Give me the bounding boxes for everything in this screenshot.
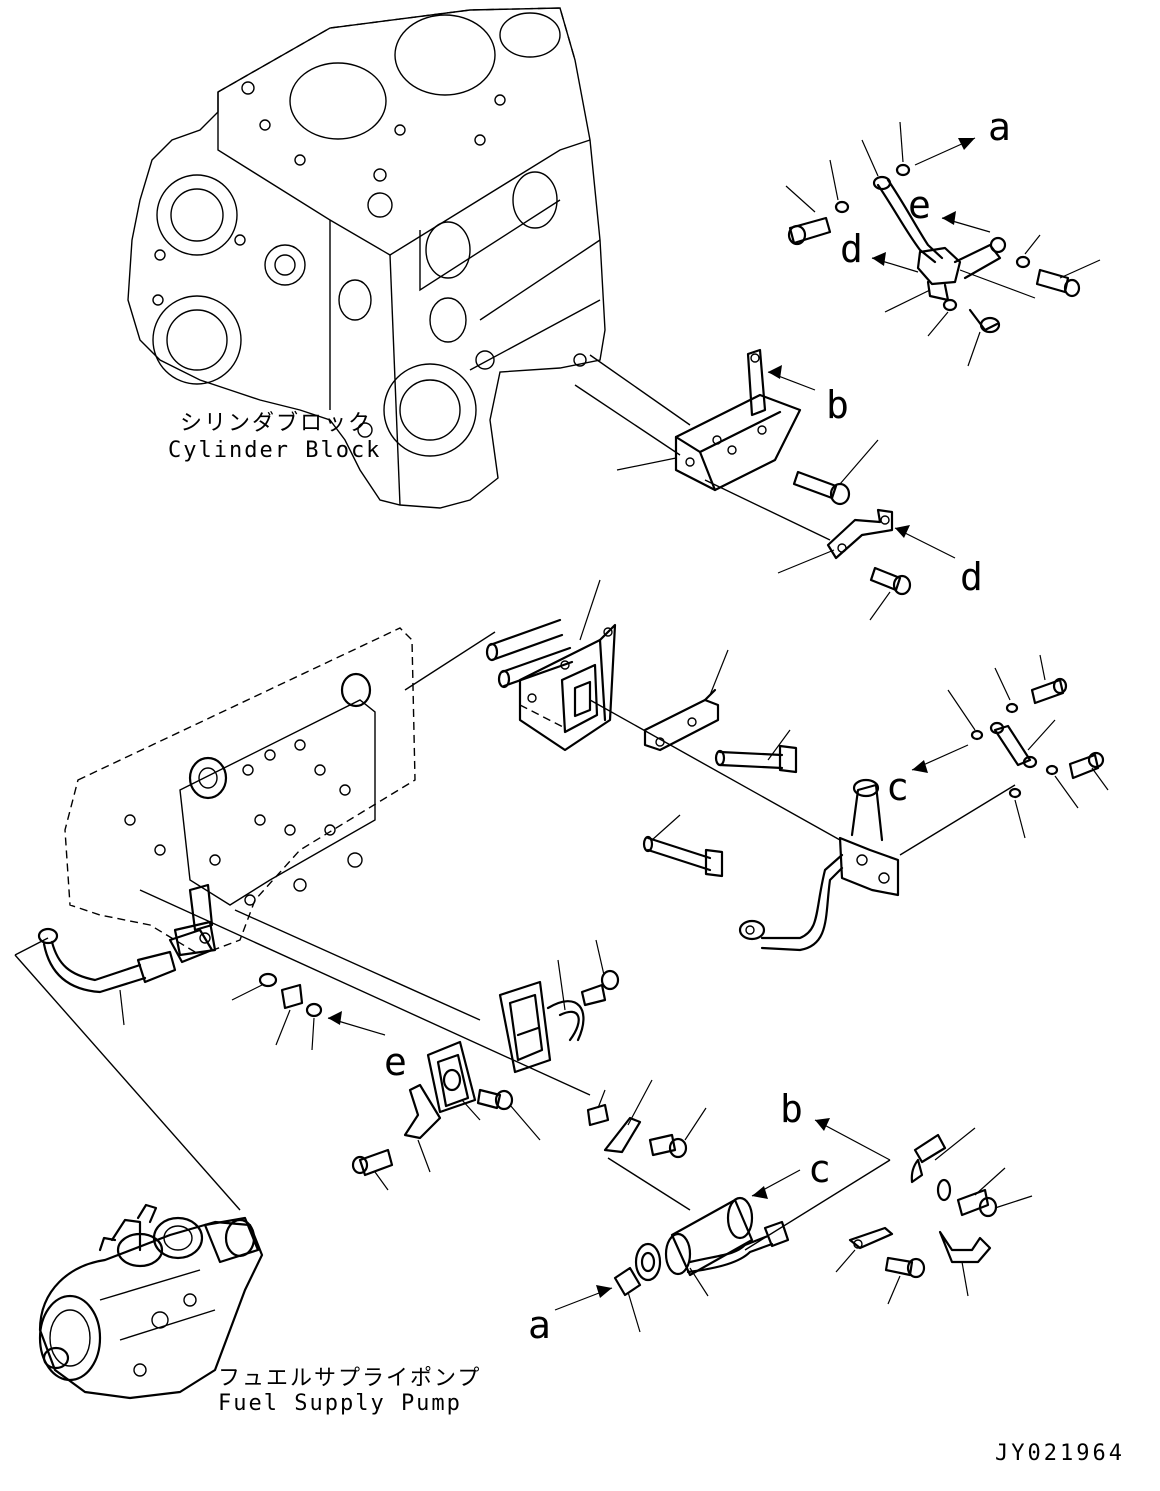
callout-c-mid: c	[886, 765, 909, 809]
fuel-line-block	[738, 778, 1016, 952]
drawing-code: JY021964	[995, 1441, 1125, 1466]
fuel-pump-caption-jp: フュエルサプライポンプ	[218, 1366, 481, 1391]
guide-line-upper	[404, 631, 496, 691]
arrow-e-top	[941, 211, 991, 233]
fuel-filter-assembly	[607, 1127, 1033, 1333]
callout-b-top: b	[826, 383, 849, 427]
arrow-d-mid	[894, 525, 956, 559]
callout-d-mid: d	[960, 555, 983, 599]
callout-a-top: a	[988, 105, 1011, 149]
arrow-d-top	[871, 252, 919, 273]
guide-line-mid	[589, 699, 841, 841]
fuel-supply-pump	[38, 1203, 264, 1400]
fuel-pump-caption-en: Fuel Supply Pump	[218, 1391, 462, 1416]
bracket-upper	[574, 348, 912, 621]
connector-mid-right	[947, 654, 1109, 839]
callout-e-low: e	[384, 1040, 407, 1084]
bracket-mid	[485, 579, 798, 878]
callout-b-low: b	[780, 1087, 803, 1131]
guide-line-pump	[14, 954, 241, 1211]
callout-a-low: a	[528, 1303, 551, 1347]
cylinder-block	[127, 7, 606, 509]
callout-c-low: c	[808, 1147, 831, 1191]
arrow-b-low	[814, 1118, 891, 1161]
arrow-a-low	[554, 1285, 613, 1311]
arrow-c-mid	[911, 744, 969, 773]
arrow-c-low	[751, 1169, 801, 1199]
hose-assembly-top	[785, 121, 1101, 367]
gear-housing-plate	[64, 627, 591, 1096]
callout-d-top: d	[840, 227, 863, 271]
clamp-assembly	[351, 939, 707, 1191]
arrow-e-low	[327, 1011, 386, 1036]
cylinder-block-caption-jp: シリンダブロック	[180, 411, 372, 436]
arrow-a-top	[914, 137, 976, 166]
small-parts-left	[231, 972, 323, 1051]
guide-line-pump-b	[14, 937, 49, 956]
callout-e-top: e	[908, 183, 931, 227]
arrow-b-top	[767, 365, 816, 391]
hose-left	[37, 927, 214, 1026]
cylinder-block-caption-en: Cylinder Block	[168, 438, 381, 463]
